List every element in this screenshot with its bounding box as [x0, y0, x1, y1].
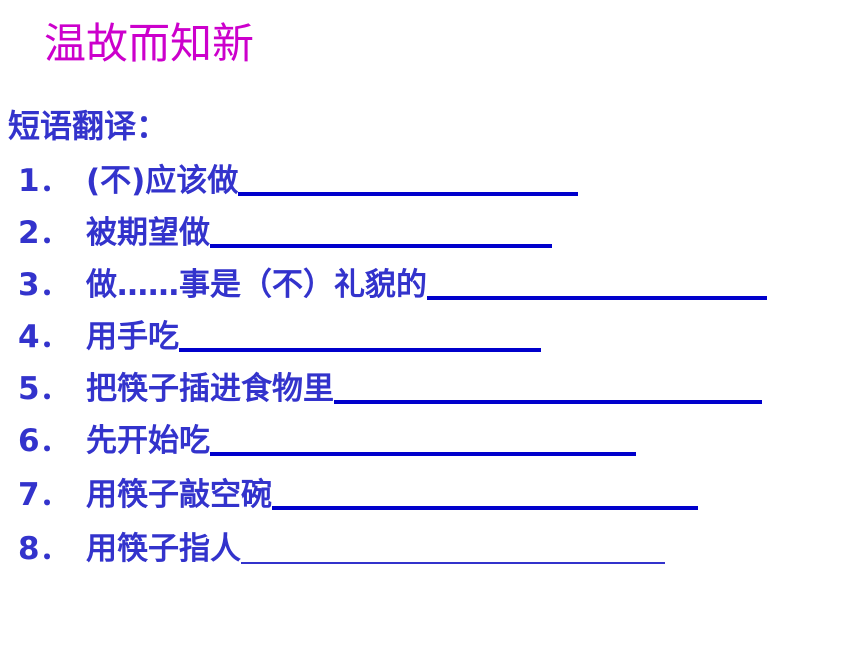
answer-blank [241, 562, 665, 564]
list-item-6: 6． 先开始吃 [18, 418, 636, 462]
answer-blank [210, 452, 636, 456]
item-number: 4． [18, 319, 71, 355]
item-number: 5． [18, 371, 71, 407]
answer-blank [210, 244, 552, 248]
list-item-2: 2． 被期望做 [18, 210, 552, 254]
answer-blank [179, 348, 541, 352]
list-item-8: 8． 用筷子指人 [18, 526, 665, 570]
answer-blank [272, 506, 698, 510]
answer-blank [238, 192, 579, 196]
answer-blank [427, 296, 767, 300]
item-number: 6． [18, 423, 71, 459]
item-phrase: 做……事是（不）礼貌的 [86, 267, 427, 303]
item-number: 7． [18, 477, 71, 513]
item-number: 3． [18, 267, 71, 303]
answer-blank [334, 400, 762, 404]
item-phrase: 用筷子指人 [86, 531, 241, 567]
item-phrase: 被期望做 [86, 215, 210, 251]
slide-title: 温故而知新 [44, 19, 255, 68]
item-phrase: 把筷子插进食物里 [86, 371, 334, 407]
item-number: 8． [18, 531, 71, 567]
item-number: 1． [18, 163, 71, 199]
item-number: 2． [18, 215, 71, 251]
list-item-5: 5． 把筷子插进食物里 [18, 366, 762, 410]
item-phrase: 用手吃 [86, 319, 179, 355]
item-phrase: 先开始吃 [86, 423, 210, 459]
list-item-4: 4． 用手吃 [18, 314, 541, 358]
list-item-3: 3． 做……事是（不）礼貌的 [18, 262, 767, 306]
section-heading: 短语翻译： [8, 107, 169, 145]
list-item-7: 7． 用筷子敲空碗 [18, 472, 698, 516]
item-phrase: 用筷子敲空碗 [86, 477, 272, 513]
item-phrase: (不)应该做 [86, 163, 239, 199]
list-item-1: 1． (不)应该做 [18, 158, 579, 202]
